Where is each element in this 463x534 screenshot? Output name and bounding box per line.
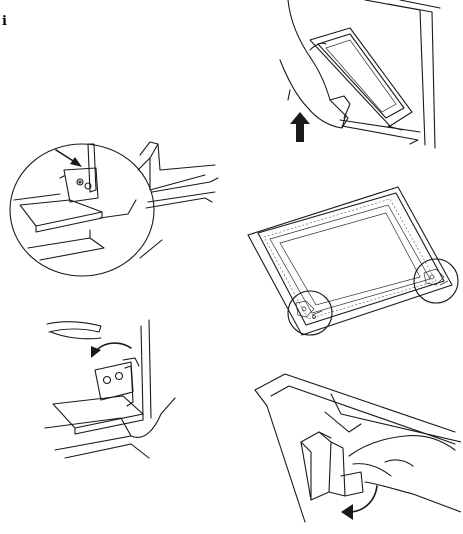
up-arrow-icon [290,112,310,142]
illustration-hinge-lever-pointer [0,130,230,280]
curved-arrow-icon [341,486,377,520]
illustration-door-glass-panel [240,185,462,345]
illustration-door-trim-release [245,372,461,532]
illustration-hinge-lever-rotate [35,318,195,468]
curved-arrow-icon [91,343,131,358]
clip-icon [288,291,332,335]
info-icon: i [2,14,18,30]
arrow-icon [56,150,82,167]
illustration-door-lift-up [270,0,460,155]
